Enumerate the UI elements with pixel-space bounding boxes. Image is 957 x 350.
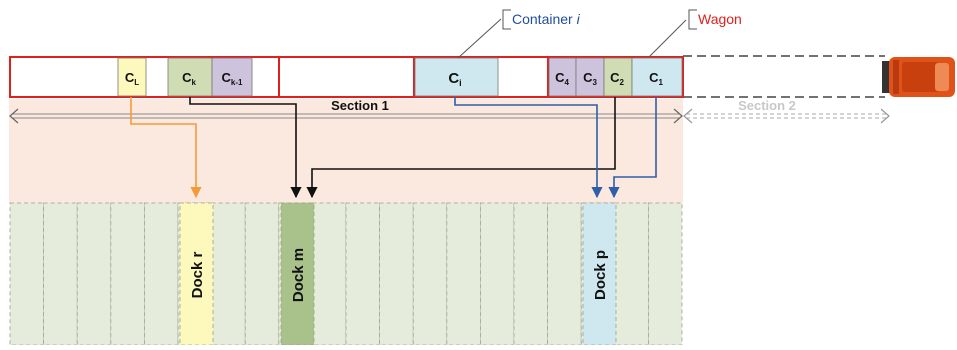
container-ci: Ci bbox=[414, 57, 499, 97]
wagon-callout-label: Wagon bbox=[698, 11, 742, 27]
dock-m: Dock m bbox=[280, 202, 315, 346]
section-1-label: Section 1 bbox=[331, 98, 389, 113]
svg-text:C4: C4 bbox=[555, 70, 569, 87]
dock-m-label: Dock m bbox=[290, 248, 307, 302]
dock-slot bbox=[379, 202, 414, 346]
dock-slot bbox=[9, 202, 44, 346]
dock-slot bbox=[513, 202, 548, 346]
dock-slot bbox=[244, 202, 280, 346]
arrow-cL-to-dock-r bbox=[130, 97, 202, 199]
dock-slot bbox=[43, 202, 78, 346]
dock-slot bbox=[412, 202, 448, 346]
arrow-c2-to-dock-m bbox=[306, 97, 616, 199]
dock-p-label: Dock p bbox=[592, 250, 609, 300]
wagon-3 bbox=[278, 56, 415, 98]
section-2-span: Section 2 bbox=[683, 98, 890, 124]
dock-slot bbox=[345, 202, 380, 346]
container-c3: C3 bbox=[575, 57, 605, 97]
svg-text:Container i: Container i bbox=[512, 11, 581, 27]
container-ck: Ck bbox=[167, 57, 213, 97]
dock-slot bbox=[211, 202, 246, 346]
svg-text:CL: CL bbox=[125, 70, 139, 87]
container-c2: C2 bbox=[603, 57, 633, 97]
arrow-c1-to-dock-p bbox=[608, 97, 657, 199]
arrow-ck-to-dock-m bbox=[189, 97, 302, 199]
dock-slot bbox=[311, 202, 347, 346]
container-callout-var: i bbox=[577, 11, 581, 27]
dock-slot bbox=[547, 202, 582, 346]
container-callout: Container i bbox=[457, 9, 581, 59]
svg-text:C3: C3 bbox=[583, 70, 597, 87]
dock-slot bbox=[143, 202, 179, 346]
svg-text:Ck-1: Ck-1 bbox=[222, 70, 244, 87]
container-c1: C1 bbox=[631, 57, 683, 97]
dock-p: Dock p bbox=[582, 202, 617, 346]
container-cL: CL bbox=[117, 57, 147, 97]
truck-icon bbox=[882, 57, 955, 97]
svg-text:Ci: Ci bbox=[448, 70, 461, 88]
container-callout-label: Container bbox=[512, 11, 573, 27]
dock-r-label: Dock r bbox=[189, 251, 206, 298]
dock-slot bbox=[614, 202, 649, 346]
section-2-label: Section 2 bbox=[738, 98, 796, 113]
dock-slot bbox=[110, 202, 145, 346]
container-c4: C4 bbox=[548, 57, 577, 97]
dock-r: Dock r bbox=[179, 202, 214, 346]
container-ck-1: Ck-1 bbox=[211, 57, 253, 97]
svg-text:Ck: Ck bbox=[182, 70, 196, 87]
dock-slots bbox=[9, 202, 683, 346]
arrow-ci-to-dock-p bbox=[454, 97, 603, 199]
dock-slot bbox=[446, 202, 481, 346]
section-2-track bbox=[683, 55, 885, 98]
svg-text:C1: C1 bbox=[649, 70, 663, 87]
section-1-span: Section 1 bbox=[9, 98, 683, 124]
yard-area bbox=[9, 99, 683, 203]
dock-slot bbox=[76, 202, 112, 346]
svg-text:C2: C2 bbox=[610, 70, 624, 87]
wagon-callout: Wagon bbox=[648, 9, 742, 58]
dock-slot bbox=[648, 202, 683, 346]
dock-slot bbox=[479, 202, 515, 346]
